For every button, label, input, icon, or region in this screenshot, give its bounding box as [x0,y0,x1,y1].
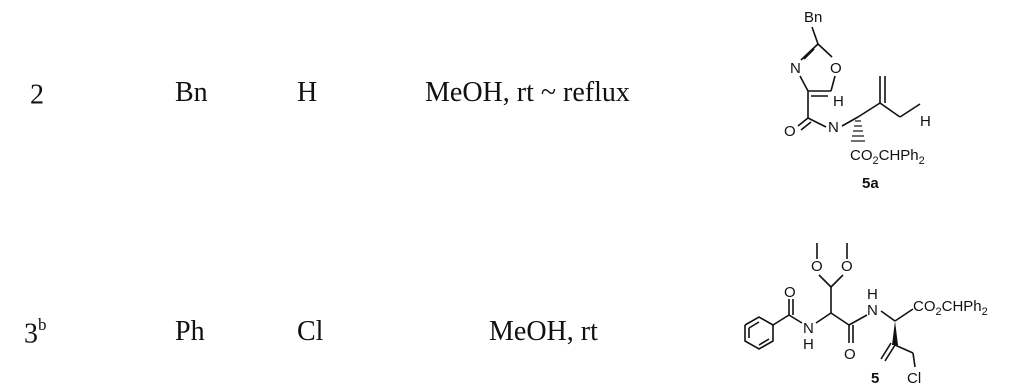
atom-h-end: H [920,113,931,130]
atom-bz-o: O [784,284,796,301]
atom-amide-o: O [784,123,796,140]
atom-n-ring: N [790,60,801,77]
compound-label-5a: 5a [862,175,879,192]
atom-nh1-h: H [803,336,814,353]
atom-cl: Cl [907,370,921,387]
row-2-r2: Cl [297,316,324,347]
structure-5a: Bn N O O H N CO2CHPh2 H 5a [784,9,931,192]
atom-nh-h: H [833,93,844,110]
row-1-conditions: MeOH, rt ~ reflux [425,77,630,108]
atom-amide2-o: O [844,346,856,363]
row-2-r1: Ph [175,316,205,347]
atom-ome2: O [841,258,853,275]
atom-o-ring: O [830,60,842,77]
atom-nh2-h: H [867,286,878,303]
bold-wedge [892,321,898,345]
hashed-wedge [851,120,865,142]
atom-ester: CO2CHPh2 [913,298,988,318]
atom-ester: CO2CHPh2 [850,147,925,167]
row-1-r2: H [297,77,318,108]
compound-label-5: 5 [871,370,879,387]
atom-nh2-n: N [867,302,878,319]
atom-nh-n: N [828,119,839,136]
atom-ome1: O [811,258,823,275]
row-1-r1: Bn [175,77,208,108]
row-2-conditions: MeOH, rt [489,316,598,347]
row-1-entry: 2 [30,79,44,111]
row-2-entry: 3b [24,315,47,350]
structure-5: O N H O O O H N CO2CHPh2 Cl 5 [744,243,988,387]
atom-nh1-n: N [803,320,814,337]
atom-bn: Bn [804,9,822,26]
